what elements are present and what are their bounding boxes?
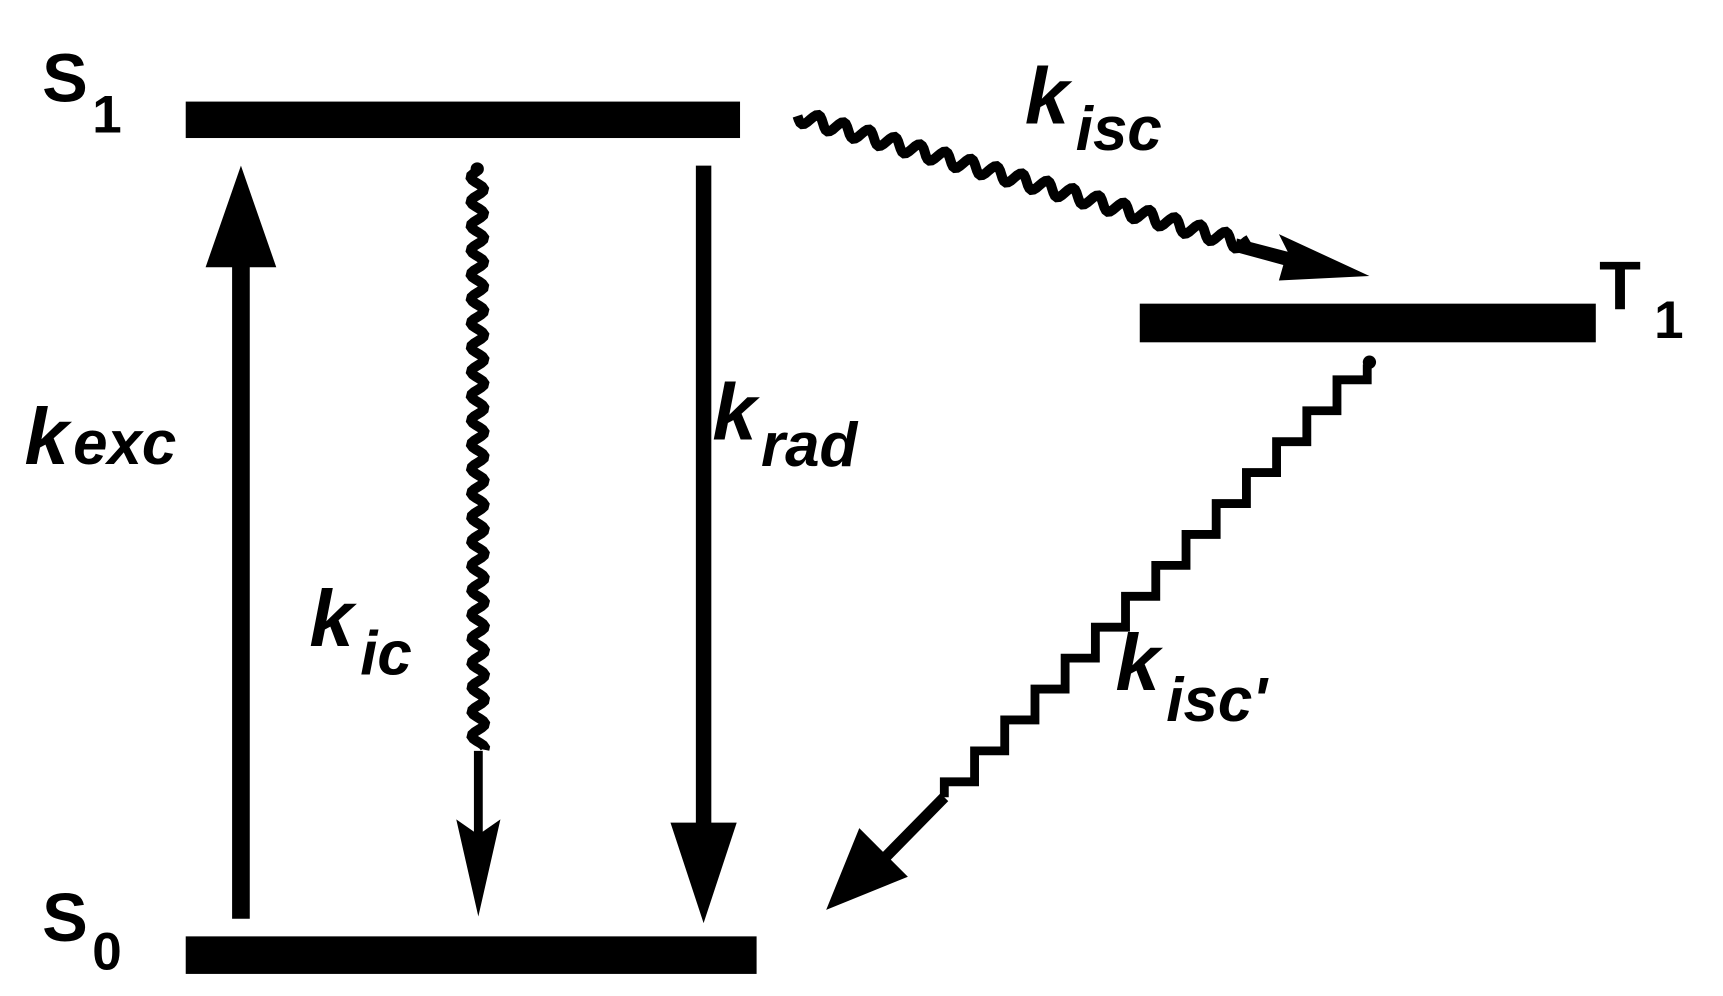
s0-level xyxy=(185,936,757,974)
s1-label: S1 xyxy=(42,40,122,145)
intersystem-crossing-arrow xyxy=(792,109,1370,281)
t1-level xyxy=(1139,303,1596,343)
s1-level xyxy=(185,101,741,139)
radiative-arrow xyxy=(670,165,737,924)
s0-label: S0 xyxy=(42,879,122,982)
k-exc-label: kexc xyxy=(25,392,177,481)
k-rad-label: krad xyxy=(712,367,858,480)
internal-conversion-arrow xyxy=(456,162,501,917)
reverse-intersystem-crossing-arrow xyxy=(826,355,1377,910)
excitation-arrow xyxy=(205,165,277,919)
